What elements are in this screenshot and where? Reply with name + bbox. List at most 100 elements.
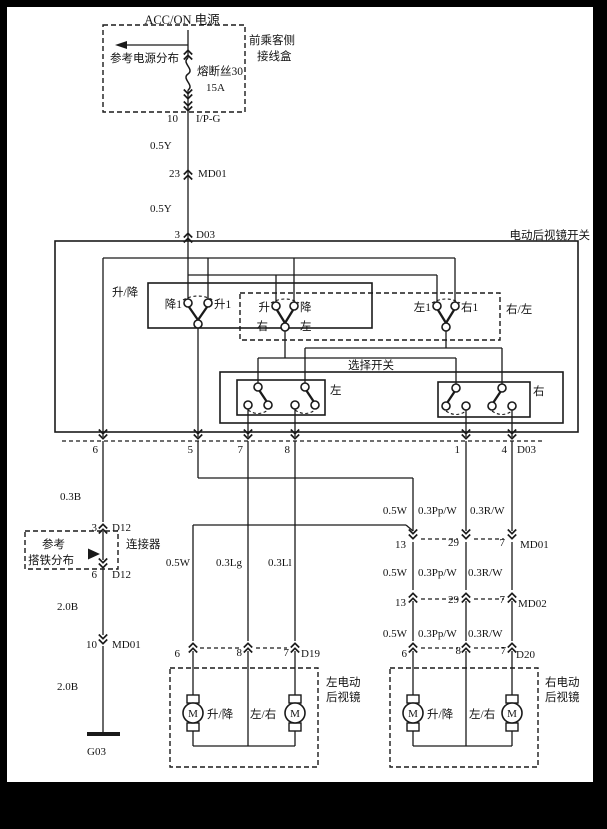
left-updown-motor: M: [182, 694, 204, 732]
left-mirror-name-2: 后视镜: [326, 690, 361, 704]
pin-number: 8: [456, 645, 462, 657]
connector-name: MD01: [520, 539, 549, 551]
contact-label: 升1: [214, 298, 231, 311]
leftright-switch-box: [239, 292, 501, 341]
pin-number: 7: [284, 647, 290, 659]
pin-number: 3: [92, 522, 98, 534]
wire-label: 0.5W: [383, 567, 408, 579]
selector-unit-c[interactable]: [441, 383, 471, 416]
connector-name: D12: [112, 522, 131, 534]
pin-number: 1: [455, 444, 461, 456]
connector-name: D03: [517, 444, 536, 456]
pin-number: 6: [93, 444, 99, 456]
left-mirror-assembly: 左电动 后视镜 M M 升/降 左/右: [169, 651, 361, 768]
power-source-label: ACC/ON 电源: [144, 13, 220, 27]
selector-unit-a[interactable]: [243, 382, 273, 415]
wire-label: 0.5Y: [150, 140, 172, 152]
pin-number: 5: [188, 444, 194, 456]
pin-number: 8: [285, 444, 291, 456]
wire-label: 0.3R/W: [470, 505, 505, 517]
connector-name: D19: [301, 648, 320, 660]
ref-power-label: 参考电源分布: [110, 51, 179, 65]
pin-number: 7: [238, 444, 244, 456]
pin-number: 3: [175, 229, 181, 241]
right-leftright-motor: M: [501, 694, 523, 732]
contact-label: 降: [300, 300, 312, 314]
paper: [7, 7, 593, 782]
selector-outline: [219, 371, 564, 424]
pin-number: 29: [448, 537, 460, 549]
contact-label: 降1: [165, 297, 182, 311]
wire-label: 0.3Pp/W: [418, 505, 457, 517]
motor-letter: M: [188, 708, 198, 720]
connector-label: 连接器: [126, 537, 161, 551]
wire-label: 0.3Lg: [216, 557, 242, 569]
connector-name: MD02: [518, 598, 547, 610]
selector-right-group: [437, 381, 531, 418]
pin-number: 29: [448, 594, 460, 606]
wire-label: 0.3B: [60, 491, 81, 503]
wire-label: 0.5W: [166, 557, 191, 569]
updown-group-label: 升/降: [112, 285, 139, 299]
fuse-rating: 15A: [206, 82, 225, 94]
wire-label: 0.5W: [383, 628, 408, 640]
wire-label: 2.0B: [57, 681, 78, 693]
ground-branch: 0.3B 3 D12 参考 搭铁分布 连接器 6 D12 2.0B 10 MD0…: [24, 441, 161, 758]
switch-pin-row: 6 5 7 8 1 4 D03: [62, 428, 545, 456]
junction-box-label-1: 前乘客侧: [249, 33, 295, 47]
motor-label: 升/降: [207, 707, 234, 721]
switch-title: 电动后视镜开关: [510, 228, 591, 242]
wire-label: 0.3Pp/W: [418, 628, 457, 640]
pin-number: 13: [395, 539, 407, 551]
right-mirror-box: [389, 667, 539, 768]
pin-number: 6: [175, 648, 181, 660]
motor-label: 左/右: [469, 707, 495, 721]
pin-number: 8: [237, 647, 243, 659]
contact-label: 左1: [414, 300, 431, 314]
motor-letter: M: [290, 708, 300, 720]
pin-number: 6: [402, 648, 408, 660]
updown-switch-box: [147, 282, 373, 329]
switch-outline: [54, 240, 579, 433]
left-leftright-motor: M: [284, 694, 306, 732]
left-mirror-wires: 0.5W 0.3Lg 0.3Ll 6 8 7 D19: [166, 441, 414, 660]
contact-label: 右: [257, 319, 269, 333]
rl-group-label: 右/左: [506, 302, 532, 316]
pin-number: 10: [167, 113, 179, 125]
motor-label: 左/右: [250, 707, 276, 721]
mirror-switch-box: 电动后视镜开关 升/降 降1 升1: [54, 228, 591, 456]
right-mirror-wires: 0.5W 0.3Pp/W 0.3R/W 13 29 7 MD01 0.5W 0.…: [383, 441, 549, 661]
wire-label: 0.3R/W: [468, 628, 503, 640]
connector-name: MD01: [198, 168, 227, 180]
updown-rocker-switch[interactable]: [182, 295, 214, 329]
selector-left-group: [236, 379, 326, 416]
ref-arrow-icon: [115, 41, 127, 49]
fuse-icon: [185, 57, 191, 91]
selection-switch: 选择开关 左 右: [219, 358, 564, 437]
selector-unit-b[interactable]: [290, 382, 320, 415]
ref-pointer-icon: [88, 548, 100, 560]
connector-name: D03: [196, 229, 215, 241]
ground-name: G03: [87, 746, 106, 758]
motor-letter: M: [408, 708, 418, 720]
wire-label: 0.5W: [383, 505, 408, 517]
right-mirror-name-2: 后视镜: [545, 690, 580, 704]
right-mirror-assembly: 右电动 后视镜 M M 升/降 左/右: [389, 651, 580, 768]
pin-number: 10: [86, 639, 98, 651]
ground-ref-box: [24, 530, 119, 570]
pin-number: 7: [500, 594, 506, 606]
wire-label: 2.0B: [57, 601, 78, 613]
selector-left-label: 左: [330, 383, 342, 397]
pin-number: 4: [502, 444, 508, 456]
wire-label: 0.3R/W: [468, 567, 503, 579]
wire-label: 0.3Ll: [268, 557, 292, 569]
selector-unit-d[interactable]: [487, 383, 517, 416]
right-mirror-name-1: 右电动: [545, 675, 580, 689]
wire-label: 0.5Y: [150, 203, 172, 215]
junction-box-label-2: 接线盒: [257, 49, 292, 63]
left-mirror-box: [169, 667, 319, 768]
selector-title: 选择开关: [348, 358, 394, 372]
power-section: ACC/ON 电源 前乘客侧 接线盒 参考电源分布 熔断丝30 15A 10 I…: [102, 13, 295, 244]
